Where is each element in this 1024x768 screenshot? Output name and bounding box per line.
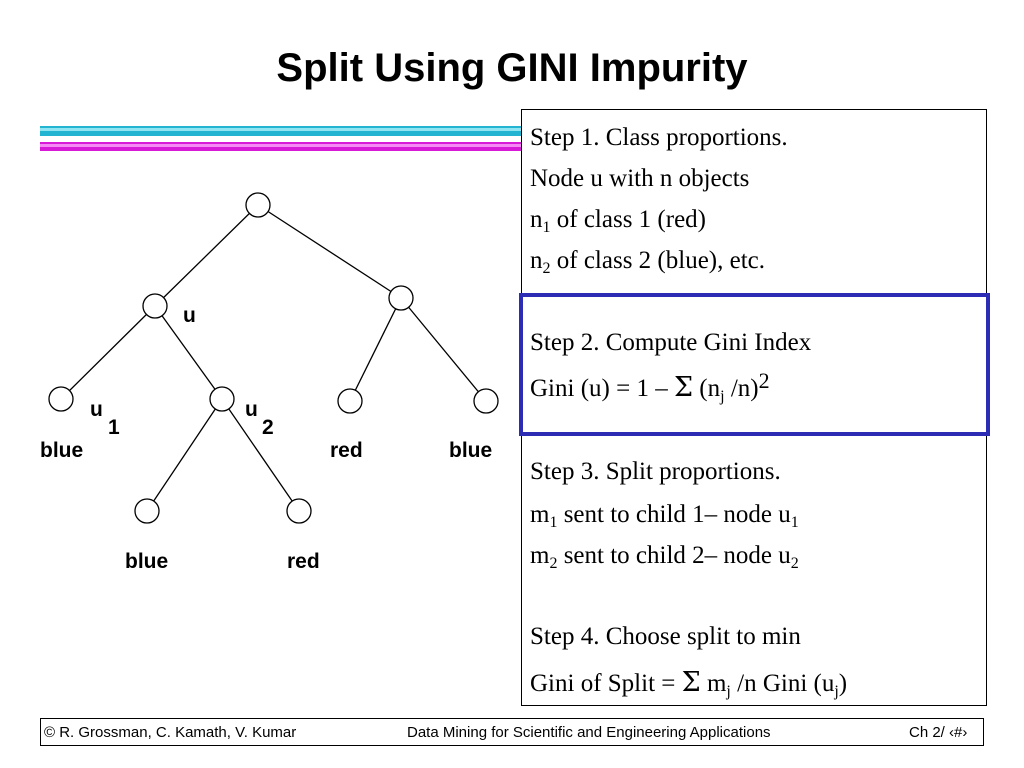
step2-formula-superscript: 2	[758, 368, 770, 393]
step2-formula-nj: (n	[693, 375, 721, 402]
step3-child1-m-subscript: 1	[549, 514, 558, 531]
step2-title: Step 2. Compute Gini Index	[530, 329, 812, 356]
tree-node-right	[388, 285, 414, 311]
leaf-label-blue-u1: blue	[40, 439, 83, 462]
tree-label-u: u	[183, 304, 196, 327]
tree-node-red-leaf	[337, 388, 363, 414]
leaf-label-blue-right: blue	[449, 439, 492, 462]
leaf-label-blue-u2: blue	[125, 550, 168, 573]
magenta-stripe-highlight	[40, 144, 522, 147]
step2-formula: Gini (u) = 1 – Σ (nj /n)2	[530, 370, 770, 405]
step3-child1-m: m	[530, 501, 550, 528]
footer-slide-number: Ch 2/ ‹#›	[909, 724, 968, 741]
step4-formula-u-subscript: j	[834, 683, 839, 700]
step2-formula-start: Gini (u) = 1 –	[530, 375, 674, 402]
step1-title: Step 1. Class proportions.	[530, 124, 788, 151]
step4-formula-m: m	[700, 670, 727, 697]
step4-formula-m-subscript: j	[726, 683, 731, 700]
tree-label-u2: u	[245, 398, 258, 421]
step1-class2-n: n	[530, 247, 543, 274]
leaf-label-red-u2: red	[287, 550, 320, 573]
tree-label-u2-subscript: 2	[262, 416, 274, 439]
step1-node-objects: Node u with n objects	[530, 165, 750, 192]
tree-node-u2-right	[286, 498, 312, 524]
tree-node-blue-leaf	[473, 388, 499, 414]
step1-class1-n: n	[530, 206, 543, 233]
edge-root-right	[257, 204, 402, 299]
edge-root-u	[154, 204, 259, 307]
step1-class2-text: of class 2 (blue), etc.	[550, 247, 766, 274]
step1-class2-subscript: 2	[542, 260, 551, 277]
tree-label-u1-subscript: 1	[108, 416, 120, 439]
step3-child1-text: sent to child 1– node u	[557, 501, 791, 528]
sigma-symbol: Σ	[681, 667, 701, 698]
step1-class1-subscript: 1	[542, 219, 551, 236]
footer-authors: © R. Grossman, C. Kamath, V. Kumar	[44, 724, 297, 741]
cyan-stripe-highlight	[40, 128, 522, 131]
step4-formula: Gini of Split = Σ mj /n Gini (uj)	[530, 667, 848, 700]
edge-u2-red	[221, 398, 300, 512]
step1-class1-text: of class 1 (red)	[550, 206, 706, 233]
step2-formula-n: /n)	[724, 375, 759, 402]
step3-child1-line: m1 sent to child 1– node u1	[530, 500, 799, 531]
step1-class2-line: n2 of class 2 (blue), etc.	[530, 246, 766, 277]
edge-u2-blue	[146, 398, 223, 512]
tree-node-root	[245, 192, 271, 218]
step4-title: Step 4. Choose split to min	[530, 623, 801, 650]
slide-footer: © R. Grossman, C. Kamath, V. Kumar Data …	[40, 718, 984, 746]
slide-title: Split Using GINI Impurity	[276, 46, 748, 90]
tree-node-u	[142, 293, 168, 319]
step4-formula-close: )	[838, 670, 848, 697]
step3-child2-m-subscript: 2	[549, 555, 558, 572]
step4-formula-start: Gini of Split =	[530, 670, 682, 697]
footer-course-title: Data Mining for Scientific and Engineeri…	[407, 724, 771, 741]
edge-u-u1	[60, 305, 156, 400]
step3-child2-m: m	[530, 542, 550, 569]
edge-right-red	[349, 297, 402, 402]
step3-title: Step 3. Split proportions.	[530, 458, 781, 485]
leaf-label-red: red	[330, 439, 363, 462]
tree-node-u2-left	[134, 498, 160, 524]
step3-child2-u-subscript: 2	[790, 555, 799, 572]
step3-child2-line: m2 sent to child 2– node u2	[530, 541, 799, 572]
tree-node-u2	[209, 386, 235, 412]
sigma-symbol: Σ	[673, 372, 694, 403]
tree-label-u1: u	[90, 398, 103, 421]
step2-highlight-box	[519, 293, 990, 436]
step3-child2-text: sent to child 2– node u	[557, 542, 791, 569]
step3-child1-u-subscript: 1	[790, 514, 799, 531]
edge-right-blue	[400, 297, 487, 402]
tree-node-u1	[48, 386, 74, 412]
step4-formula-gini: /n Gini (u	[730, 670, 835, 697]
step2-formula-subscript: j	[720, 388, 725, 405]
step1-class1-line: n1 of class 1 (red)	[530, 205, 706, 236]
edge-u-u2	[154, 305, 223, 400]
